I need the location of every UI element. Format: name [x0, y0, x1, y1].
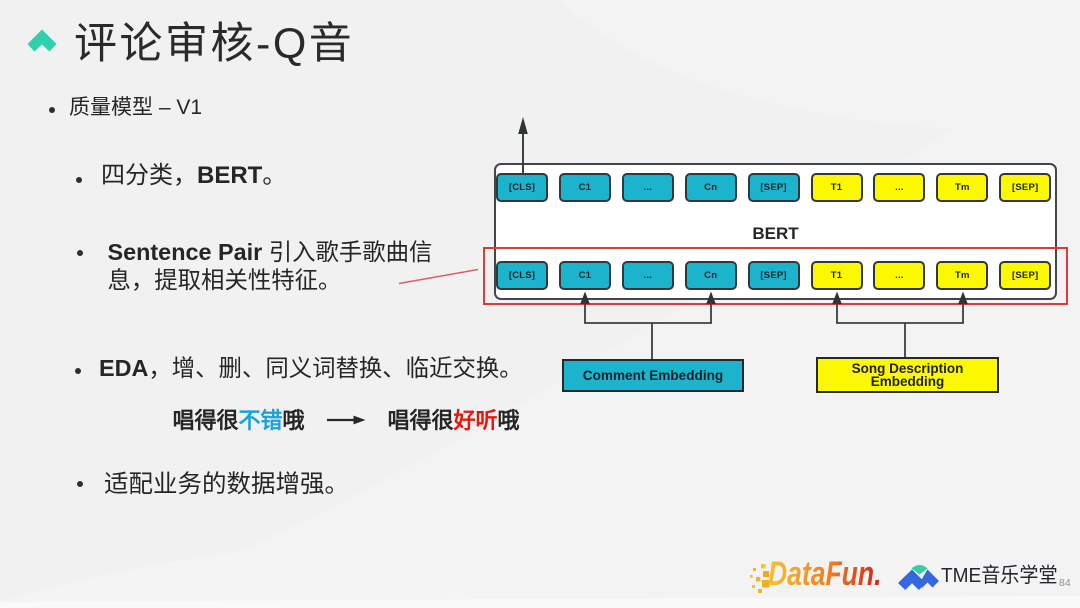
bullet-four-class-bold: BERT: [197, 161, 263, 189]
bullet-eda: EDA，增、删、同义词替换、临近交换。: [99, 355, 523, 381]
bullet-eda-bold: EDA: [99, 355, 149, 381]
comment-embedding-box: Comment Embedding: [562, 359, 744, 392]
example-part1: 唱得很: [172, 407, 239, 433]
bullet-four-class: 四分类，BERT。: [101, 161, 287, 189]
bullet-augment: 适配业务的数据增强。: [104, 471, 349, 498]
datafun-logo: DataFun.: [768, 555, 882, 593]
token-c1: C1: [558, 261, 611, 290]
tme-logo-icon: [898, 565, 939, 590]
token-cls: [CLS]: [496, 261, 548, 290]
bullet-four-class-pre: 四分类，: [101, 161, 197, 189]
bullet-eda-rest: ，增、删、同义词替换、临近交换。: [148, 355, 523, 381]
page-title: 评论审核-Q音: [74, 20, 355, 68]
highlight-red-rectangle: [483, 247, 1068, 305]
datafun-dots-icon: [750, 564, 770, 593]
token-sep: [SEP]: [747, 173, 800, 202]
long-right-arrow-icon: [327, 415, 366, 425]
page-number: 84: [1059, 577, 1071, 589]
token-c1: C1: [558, 173, 611, 202]
bullet-quality-model: 质量模型 – V1: [69, 96, 203, 119]
bullet-dot: [75, 368, 81, 374]
token-dots: ...: [873, 261, 926, 290]
example-part2: 哦: [282, 407, 305, 433]
bullet-four-class-post: 。: [262, 161, 287, 189]
bullet-sentence-pair-line2: 息，提取相关性特征。: [107, 267, 342, 294]
bullet-sentence-pair: Sentence Pair 引入歌手歌曲信 息，提取相关性特征。: [108, 238, 433, 295]
example-part3: 唱得很: [387, 407, 454, 433]
token-sep: [SEP]: [999, 173, 1052, 202]
tme-logo: TME音乐学堂: [941, 564, 1058, 587]
accent-diamond-icon: [27, 29, 57, 52]
token-tm: Tm: [936, 173, 989, 202]
bullet-dot: [75, 176, 82, 183]
bert-label: BERT: [752, 224, 799, 243]
token-dots: ...: [621, 261, 674, 290]
eda-example-before: 唱得很不错哦: [172, 407, 305, 433]
bullet-dot: [77, 480, 83, 487]
token-t1: T1: [810, 261, 863, 290]
token-sep: [SEP]: [999, 261, 1052, 290]
token-tm: Tm: [936, 261, 989, 290]
example-highlight-blue: 不错: [238, 407, 283, 433]
token-cn: Cn: [684, 261, 737, 290]
token-cls: [CLS]: [496, 173, 548, 202]
song-embedding-line1: Song Description: [851, 360, 964, 376]
eda-example-after: 唱得很好听哦: [387, 407, 520, 433]
token-dots: ...: [621, 173, 674, 202]
bullet-sentence-pair-bold: Sentence Pair: [107, 239, 263, 265]
token-t1: T1: [810, 173, 863, 202]
token-dots: ...: [873, 173, 926, 202]
example-highlight-red: 好听: [453, 407, 498, 433]
bullet-dot: [77, 250, 83, 256]
bullet-sentence-pair-line1: 引入歌手歌曲信: [262, 239, 433, 265]
example-part4: 哦: [497, 407, 520, 433]
token-cn: Cn: [684, 173, 737, 202]
song-embedding-line2: Embedding: [870, 374, 945, 389]
token-sep: [SEP]: [747, 261, 800, 290]
bullet-dot: [49, 107, 55, 113]
